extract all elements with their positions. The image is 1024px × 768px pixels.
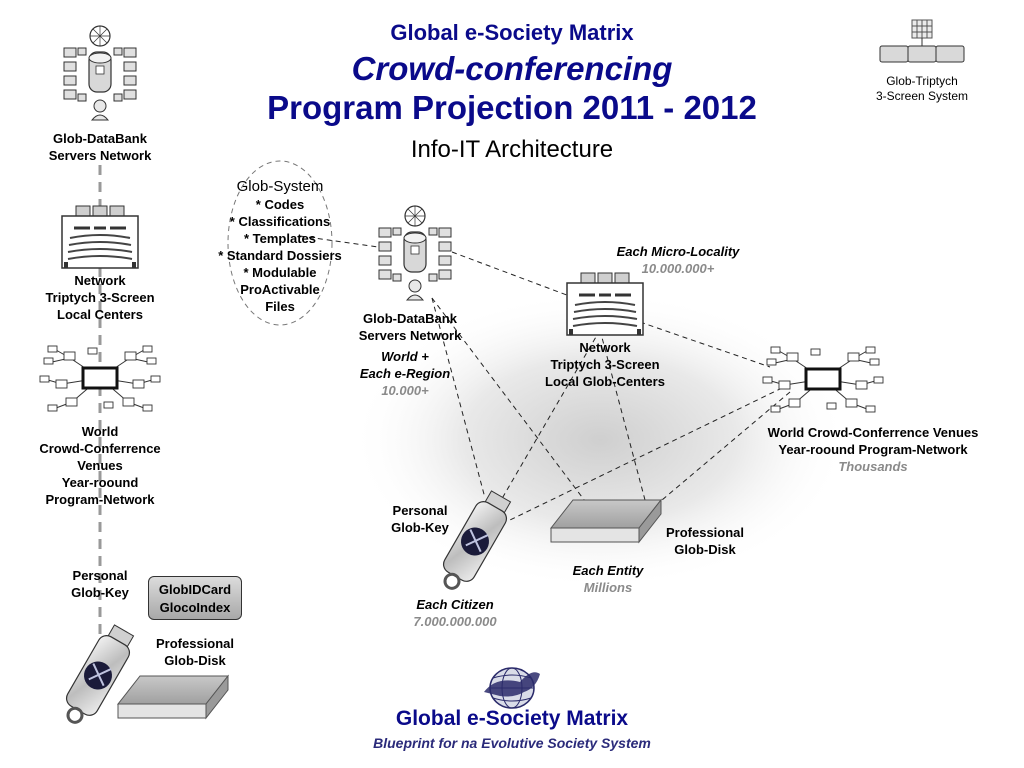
glob-system-panel: Glob-System * Codes * Classifications * … [200,178,360,315]
right-world-venues-label: World Crowd-Conferrence Venues Year-roou… [767,425,979,474]
globid-card: GlobIDCard GlocoIndex [148,576,242,620]
left-triptych-icon [60,204,140,270]
micro-locality-label: Each Micro-Locality 10.000.000+ [616,244,740,276]
center-glob-key-label: Personal Glob-Key [391,503,449,535]
footer-title: Global e-Society Matrix [395,707,629,730]
header-sub-title: Program Projection 2011 - 2012 [267,89,757,126]
center-databank-icon [378,205,452,301]
center-glob-disk-label: Professional Glob-Disk [665,525,745,557]
left-world-venues-label: World Crowd-Conferrence Venues Year-roou… [39,424,161,507]
left-databank-label: Glob-DataBank Servers Network [48,131,152,163]
each-citizen-label: Each Citizen 7.000.000.000 [413,597,497,629]
connection-lines [299,235,791,521]
left-triptych-label: Network Triptych 3-Screen Local Centers [45,273,155,322]
header-main-title: Crowd-conferencing [351,50,673,87]
header-small-title: Global e-Society Matrix [390,20,634,45]
left-glob-disk-label: Professional Glob-Disk [155,636,235,668]
header-architecture-title: Info-IT Architecture [410,136,614,163]
center-triptych-label: Network Triptych 3-Screen Local Glob-Cen… [545,340,665,389]
each-entity-label: Each Entity Millions [572,563,644,595]
center-databank-label: Glob-DataBank Servers Network [358,311,462,343]
center-triptych-icon [565,271,645,337]
footer-subtitle: Blueprint for na Evolutive Society Syste… [373,735,651,751]
left-glob-key-label: Personal Glob-Key [71,568,129,600]
top-right-triptych-icon [879,19,965,63]
left-databank-icon [63,25,137,121]
glob-system-boundary [227,160,333,326]
globe-logo-icon [484,667,540,709]
left-glob-disk-icon [117,675,229,719]
center-databank-scope: World + Each e-Region 10.000+ [359,349,451,398]
glob-system-title: Glob-System [236,178,324,195]
top-right-triptych-label: Glob-Triptych 3-Screen System [875,74,969,103]
